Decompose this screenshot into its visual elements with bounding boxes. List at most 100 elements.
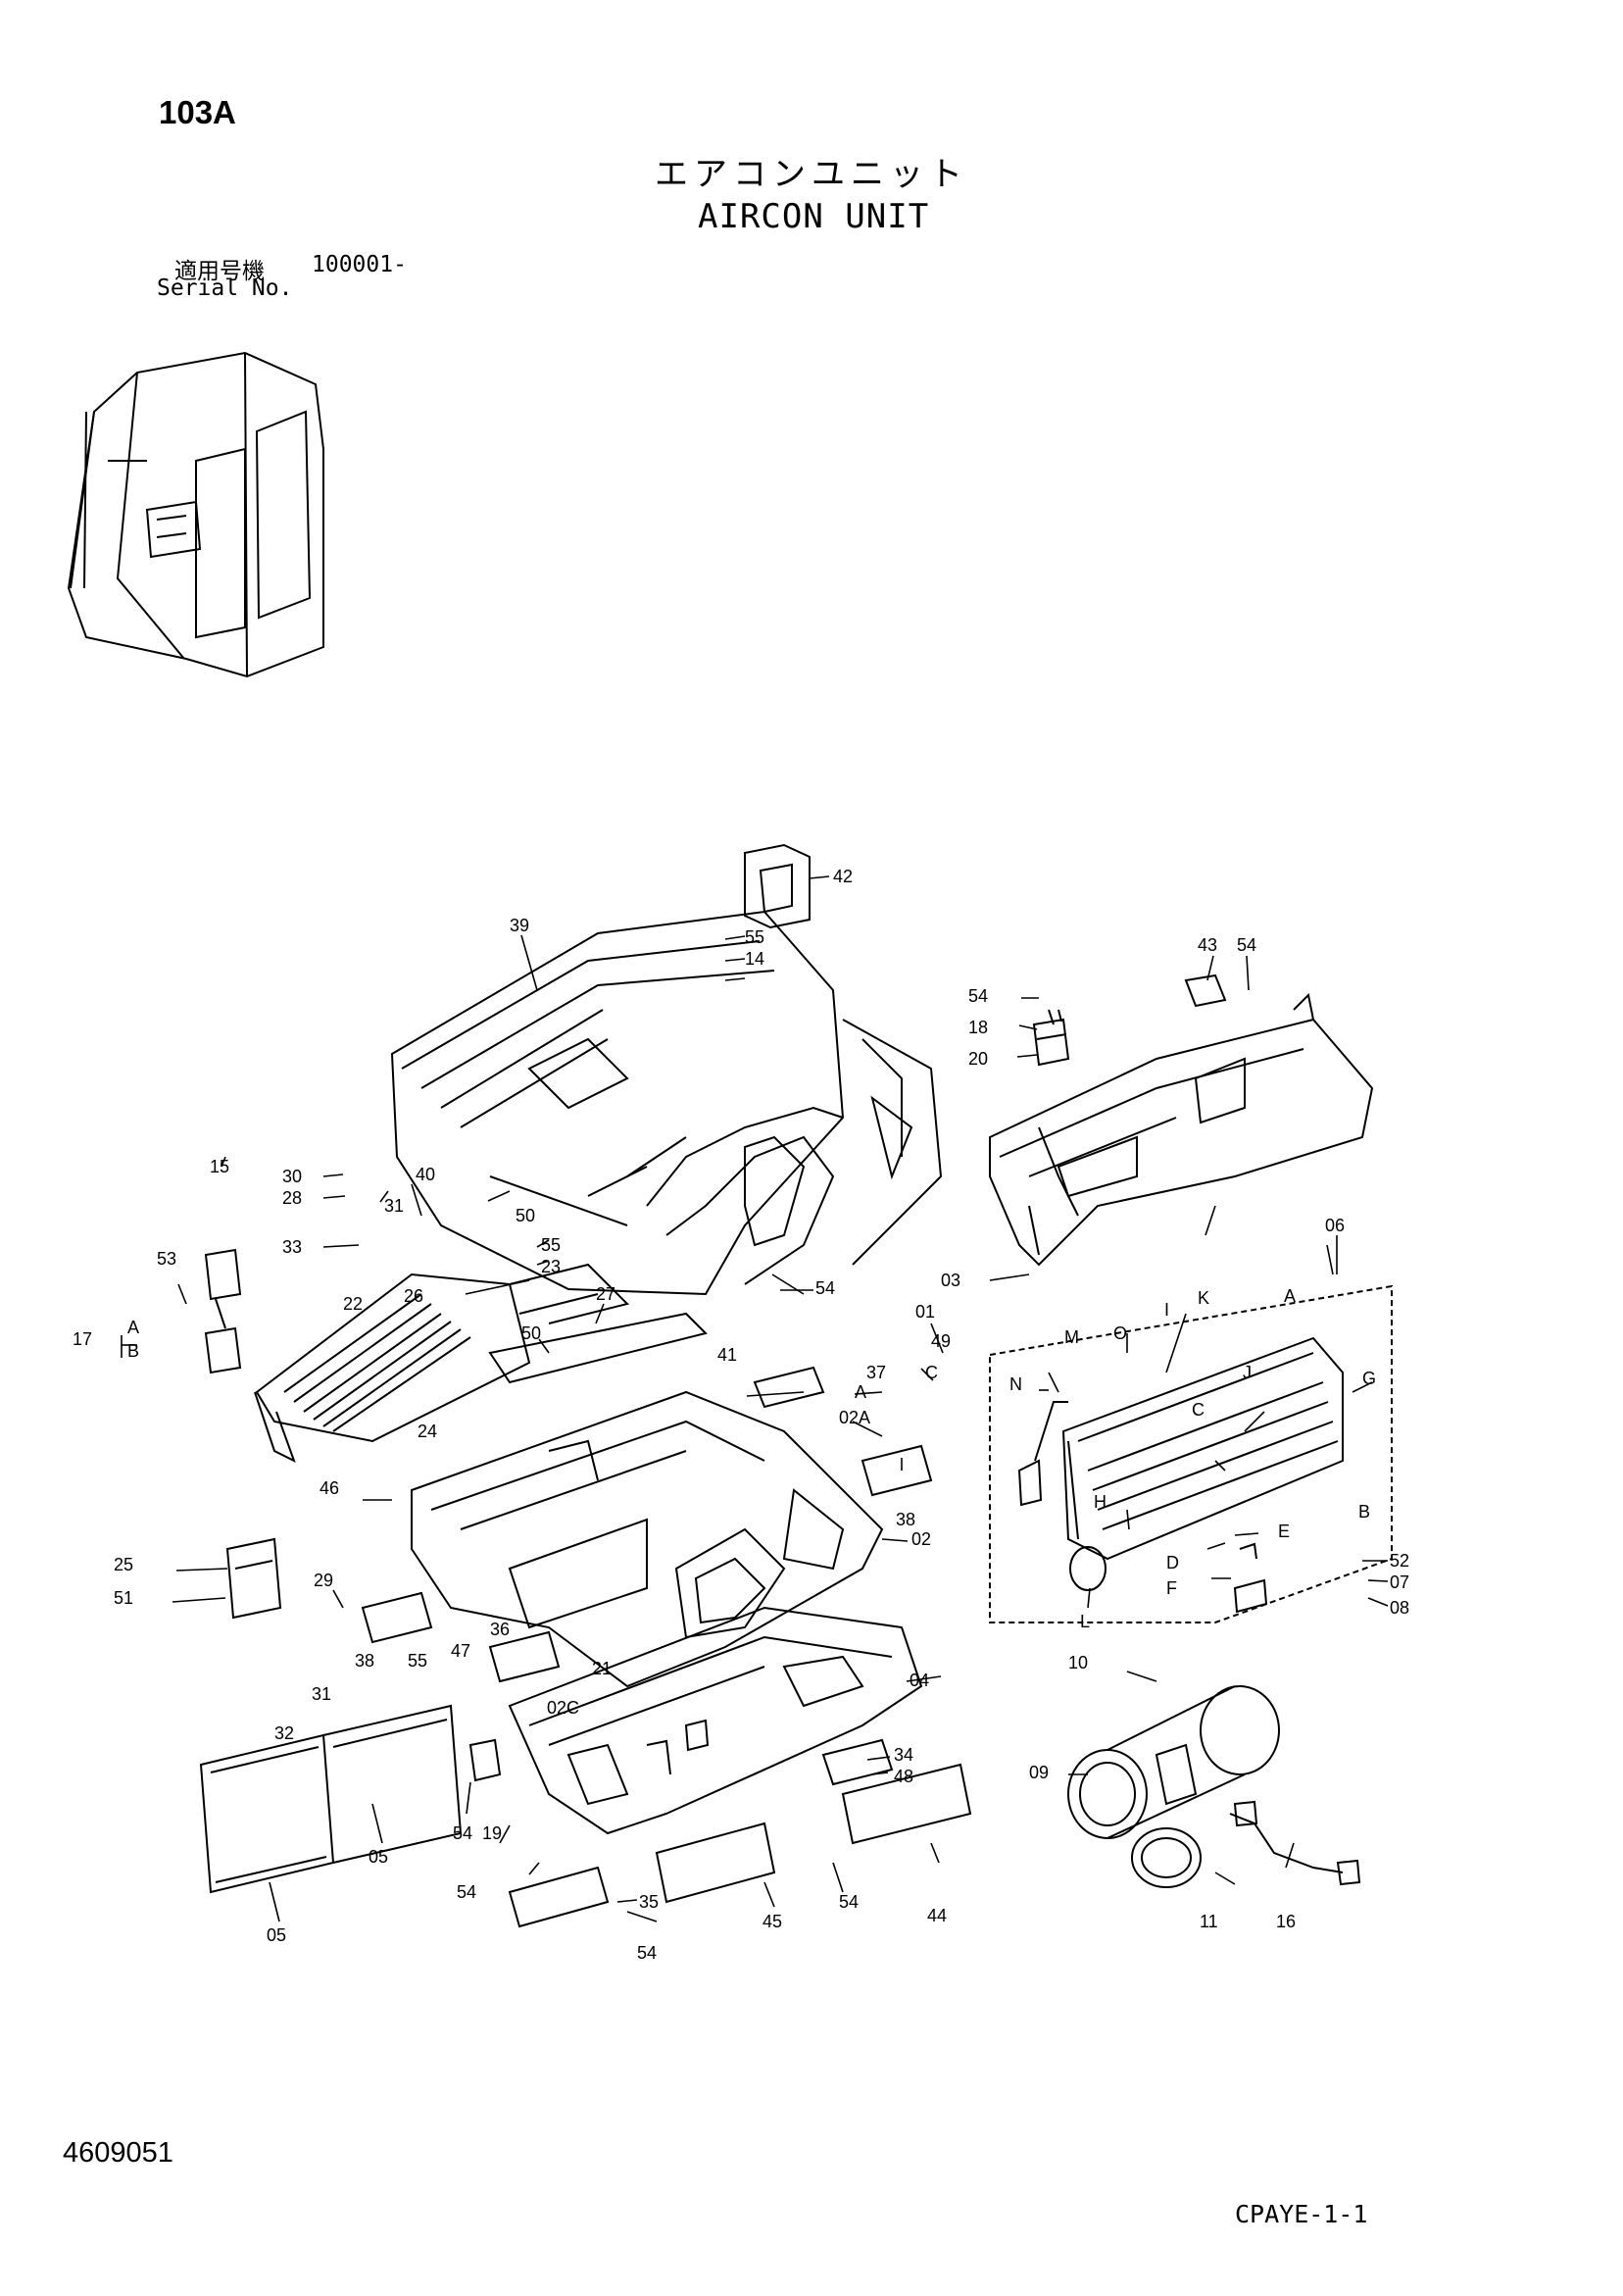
callout-50: 50 (516, 1206, 535, 1225)
callout-55: 55 (408, 1651, 427, 1671)
callout-c: C (925, 1363, 938, 1382)
title-japanese: エアコンユニット (655, 155, 968, 194)
callout-j: J (1243, 1363, 1252, 1382)
part-09-blower-motor (1067, 1685, 1280, 1839)
callout-l: L (1080, 1612, 1090, 1631)
drawing-number: 4609051 (63, 2137, 173, 2169)
callout-47: 47 (451, 1641, 470, 1661)
callout-32: 32 (274, 1723, 294, 1743)
callout-07: 07 (1390, 1572, 1409, 1592)
callout-55: 55 (541, 1235, 561, 1255)
callout-39: 39 (510, 916, 529, 935)
callout-02a: 02A (839, 1408, 870, 1427)
callout-48: 48 (894, 1767, 913, 1786)
part-27-panel (488, 1312, 708, 1384)
callout-15: 15 (210, 1157, 229, 1176)
part-25-actuator (225, 1537, 282, 1620)
callout-n: N (1009, 1374, 1022, 1394)
callout-19: 19 (482, 1823, 502, 1843)
callout-18: 18 (968, 1018, 988, 1037)
callout-30: 30 (282, 1167, 302, 1186)
part-17-connector (204, 1248, 242, 1374)
part-11-ring (1131, 1827, 1202, 1888)
callout-31: 31 (312, 1684, 331, 1704)
part-03-evaporator-housing (989, 992, 1374, 1267)
callout-f: F (1166, 1578, 1177, 1598)
callout-29: 29 (314, 1571, 333, 1590)
callout-03: 03 (941, 1271, 960, 1290)
callout-16: 16 (1276, 1912, 1296, 1931)
callout-01: 01 (915, 1302, 935, 1322)
callout-36: 36 (490, 1620, 510, 1639)
callout-k: K (1198, 1288, 1209, 1308)
callout-05: 05 (369, 1847, 388, 1867)
part-44-bracket (841, 1763, 972, 1845)
callout-33: 33 (282, 1237, 302, 1257)
callout-a: A (127, 1318, 139, 1337)
part-34-bracket (821, 1738, 894, 1786)
callout-g: G (1362, 1369, 1376, 1388)
callout-51: 51 (114, 1588, 133, 1608)
callout-45: 45 (762, 1912, 782, 1931)
callout-44: 44 (927, 1906, 947, 1925)
callout-28: 28 (282, 1188, 302, 1208)
callout-54: 54 (815, 1278, 835, 1298)
callout-42: 42 (833, 867, 853, 886)
callout-38: 38 (896, 1510, 915, 1529)
callout-35: 35 (639, 1892, 659, 1912)
callout-11: 11 (1200, 1912, 1218, 1931)
callout-40: 40 (416, 1165, 435, 1184)
part-38-bracket-lower (361, 1591, 433, 1644)
part-36-bracket (488, 1630, 561, 1683)
callout-o: O (1113, 1323, 1127, 1343)
callout-34: 34 (894, 1745, 913, 1765)
callout-54: 54 (453, 1823, 472, 1843)
callout-52: 52 (1390, 1551, 1409, 1571)
part-35-bracket (508, 1866, 610, 1928)
leader-lines (121, 875, 1389, 1922)
part-45-bracket (655, 1822, 776, 1904)
part-06-evaporator-detail (1017, 1336, 1344, 1614)
part-16-harness (1229, 1800, 1361, 1886)
callout-46: 46 (320, 1478, 339, 1498)
callout-21: 21 (592, 1659, 612, 1678)
cab-location-thumbnail (67, 351, 324, 678)
callout-14: 14 (745, 949, 764, 969)
part-37-bracket (753, 1366, 825, 1409)
callout-54: 54 (457, 1882, 476, 1902)
callout-e: E (1278, 1522, 1290, 1541)
callout-02c: 02C (547, 1698, 579, 1718)
callout-54: 54 (637, 1943, 657, 1963)
callout-54: 54 (839, 1892, 859, 1912)
part-05-filter-left (199, 1733, 335, 1894)
part-22-heater-core (254, 1263, 629, 1464)
callout-d: D (1166, 1553, 1179, 1572)
page-number: 103A (159, 94, 236, 130)
callout-20: 20 (968, 1049, 988, 1069)
callout-23: 23 (541, 1257, 561, 1276)
callout-22: 22 (343, 1294, 363, 1314)
callout-37: 37 (866, 1363, 886, 1382)
callout-53: 53 (157, 1249, 176, 1269)
callout-54: 54 (1237, 935, 1256, 955)
part-04-base-tray (508, 1606, 923, 1835)
callout-49: 49 (931, 1331, 951, 1351)
callout-54: 54 (968, 986, 988, 1006)
part-42-duct-cover (744, 843, 811, 929)
callout-38: 38 (355, 1651, 374, 1671)
serial-label-japanese: 適用号機 (174, 259, 265, 284)
callout-a: A (1284, 1286, 1296, 1306)
callout-06: 06 (1325, 1216, 1345, 1235)
callout-09: 09 (1029, 1763, 1049, 1782)
part-19-servo (468, 1738, 502, 1782)
callout-05: 05 (267, 1925, 286, 1945)
callout-i: I (1164, 1300, 1169, 1320)
serial-range: 100001- (312, 252, 407, 277)
part-01-upper-housing (390, 910, 943, 1296)
callout-b: B (127, 1341, 139, 1361)
callout-41: 41 (717, 1345, 737, 1365)
callout-b: B (1358, 1502, 1370, 1522)
callout-24: 24 (418, 1422, 437, 1441)
